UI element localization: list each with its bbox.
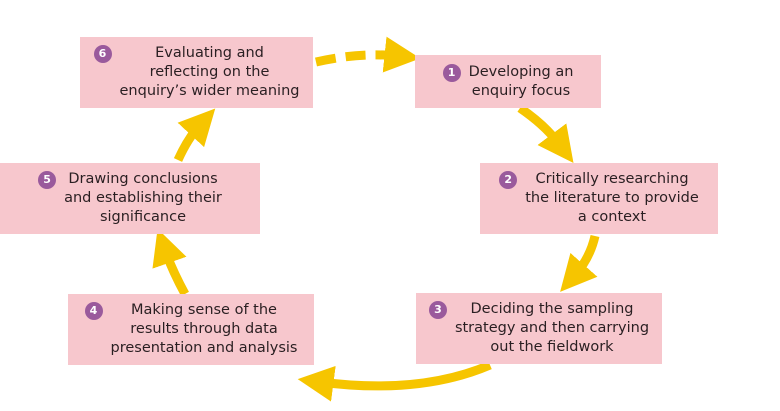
arrow-4-to-5 [152, 228, 189, 297]
step-number-badge: 2 [499, 171, 518, 189]
step-number-badge: 1 [442, 63, 461, 82]
step-number-badge: 5 [38, 171, 57, 189]
arrow-3-to-4 [297, 360, 492, 402]
arrow-1-to-2 [517, 104, 574, 163]
arrow-5-to-6 [173, 108, 216, 162]
step-number-badge: 3 [428, 301, 447, 319]
arrow-6-to-1 [315, 36, 421, 73]
arrow-2-to-3 [560, 234, 600, 292]
step-number-badge: 6 [93, 45, 112, 63]
step-number-badge: 4 [84, 302, 103, 320]
